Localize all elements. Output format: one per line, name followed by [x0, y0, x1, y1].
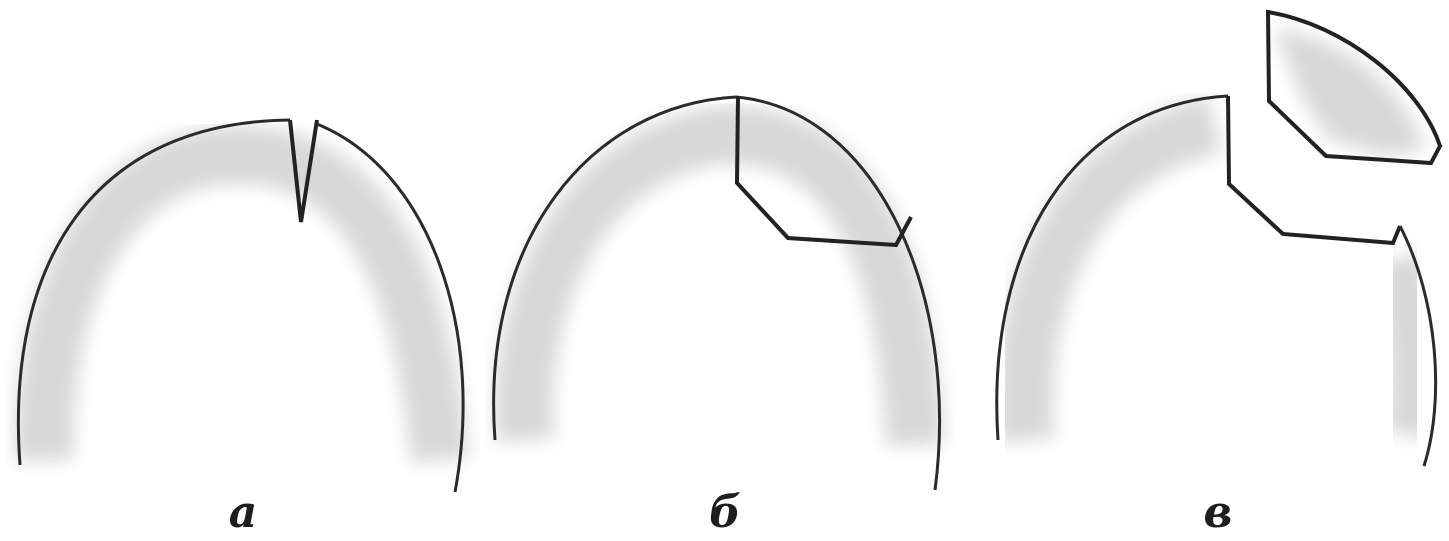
- panel-label-c: в: [1188, 488, 1248, 538]
- panel-label-a: а: [213, 488, 273, 538]
- panel-c: [997, 12, 1440, 466]
- panel-a: [18, 120, 463, 492]
- panel-label-b: б: [695, 488, 755, 538]
- panel-c-shading-right: [1395, 260, 1415, 435]
- panel-a-shading: [45, 155, 440, 460]
- panel-c-fragment-shading: [1275, 28, 1425, 155]
- panel-b: [494, 96, 940, 490]
- panel-c-shading-left: [1024, 125, 1215, 440]
- panel-b-shading: [524, 135, 915, 445]
